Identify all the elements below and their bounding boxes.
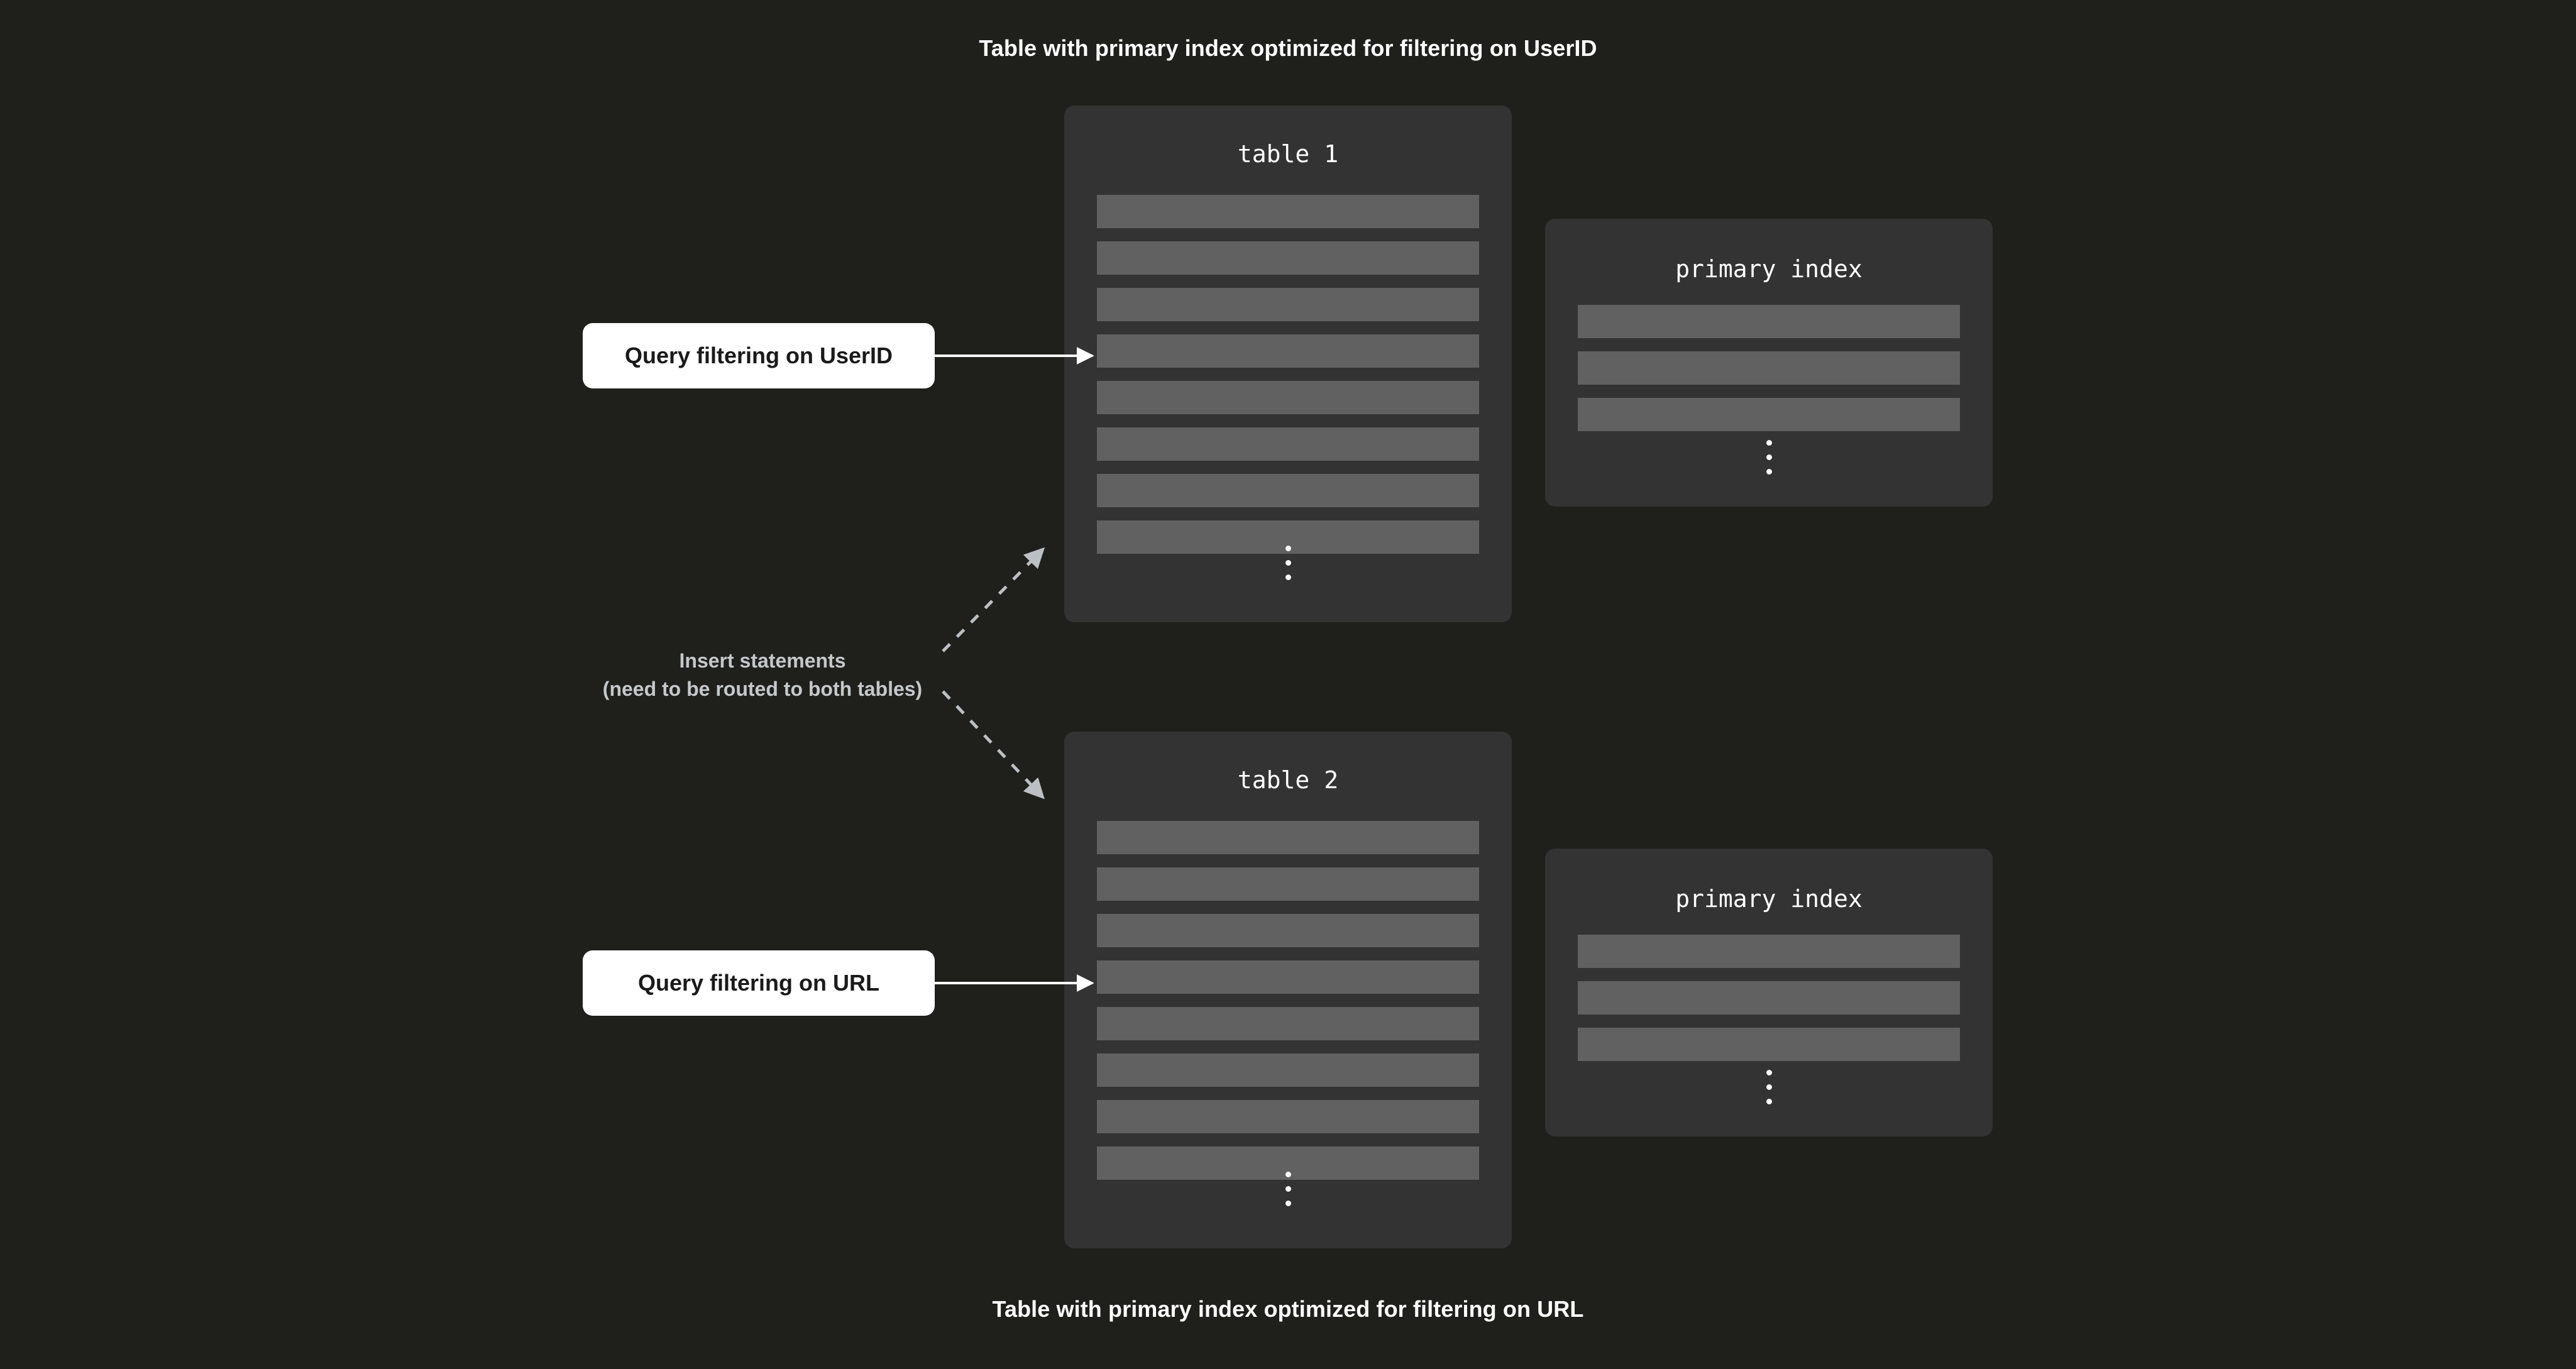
primary-index-1-title: primary index [1675, 255, 1863, 283]
index-row [1578, 398, 1960, 431]
query-filtering-on-url-box[interactable]: Query filtering on URL [583, 950, 935, 1016]
row-bar [1578, 981, 1960, 1014]
table-row [1097, 195, 1479, 228]
table-1-card[interactable]: table 1 [1064, 106, 1512, 622]
row-bar [1097, 1100, 1479, 1133]
row-bar [1097, 288, 1479, 321]
row-bar [1097, 381, 1479, 414]
primary-index-2-title: primary index [1675, 885, 1863, 913]
table-1-vertical-ellipsis-icon [1064, 546, 1512, 580]
table-row [1097, 1007, 1479, 1040]
table-row [1097, 821, 1479, 854]
row-bar [1097, 960, 1479, 994]
connector-insert-to-table-2 [942, 690, 1045, 800]
index-row [1578, 935, 1960, 968]
row-bar [1097, 474, 1479, 507]
table-row [1097, 334, 1479, 368]
row-bar [1097, 1053, 1479, 1087]
table-row [1097, 381, 1479, 414]
row-bar [1097, 821, 1479, 854]
index-row [1578, 351, 1960, 385]
row-bar [1097, 195, 1479, 228]
primary-index-2-vertical-ellipsis-icon [1545, 1070, 1993, 1104]
row-bar [1097, 427, 1479, 461]
table-row [1097, 867, 1479, 901]
index-row [1578, 1028, 1960, 1061]
primary-index-1-vertical-ellipsis-icon [1545, 440, 1993, 475]
row-bar [1097, 914, 1479, 947]
connector-insert-to-table-1 [942, 547, 1045, 652]
row-bar [1097, 1007, 1479, 1040]
index-row [1578, 305, 1960, 338]
row-bar [1097, 241, 1479, 275]
table-2-vertical-ellipsis-icon [1064, 1172, 1512, 1206]
table-row [1097, 474, 1479, 507]
row-bar [1097, 867, 1479, 901]
row-bar [1578, 1028, 1960, 1061]
table-row [1097, 914, 1479, 947]
insert-statements-line-1: Insert statements [679, 649, 846, 672]
row-bar [1097, 334, 1479, 368]
insert-statements-note: Insert statements (need to be routed to … [586, 647, 938, 704]
index-row [1578, 981, 1960, 1014]
row-bar [1578, 398, 1960, 431]
table-1-title: table 1 [1237, 140, 1339, 168]
table-row [1097, 1100, 1479, 1133]
table-2-card[interactable]: table 2 [1064, 732, 1512, 1248]
top-caption: Table with primary index optimized for f… [979, 35, 1597, 61]
query-filtering-on-userid-box[interactable]: Query filtering on UserID [583, 323, 935, 388]
row-bar [1578, 305, 1960, 338]
table-row [1097, 1053, 1479, 1087]
table-row [1097, 241, 1479, 275]
row-bar [1578, 351, 1960, 385]
row-bar [1578, 935, 1960, 968]
table-row [1097, 288, 1479, 321]
primary-index-2-card[interactable]: primary index [1545, 849, 1993, 1136]
insert-statements-line-2: (need to be routed to both tables) [602, 678, 923, 701]
table-2-title: table 2 [1237, 766, 1339, 794]
primary-index-1-card[interactable]: primary index [1545, 219, 1993, 507]
bottom-caption: Table with primary index optimized for f… [992, 1296, 1584, 1322]
table-row [1097, 960, 1479, 994]
table-row [1097, 427, 1479, 461]
